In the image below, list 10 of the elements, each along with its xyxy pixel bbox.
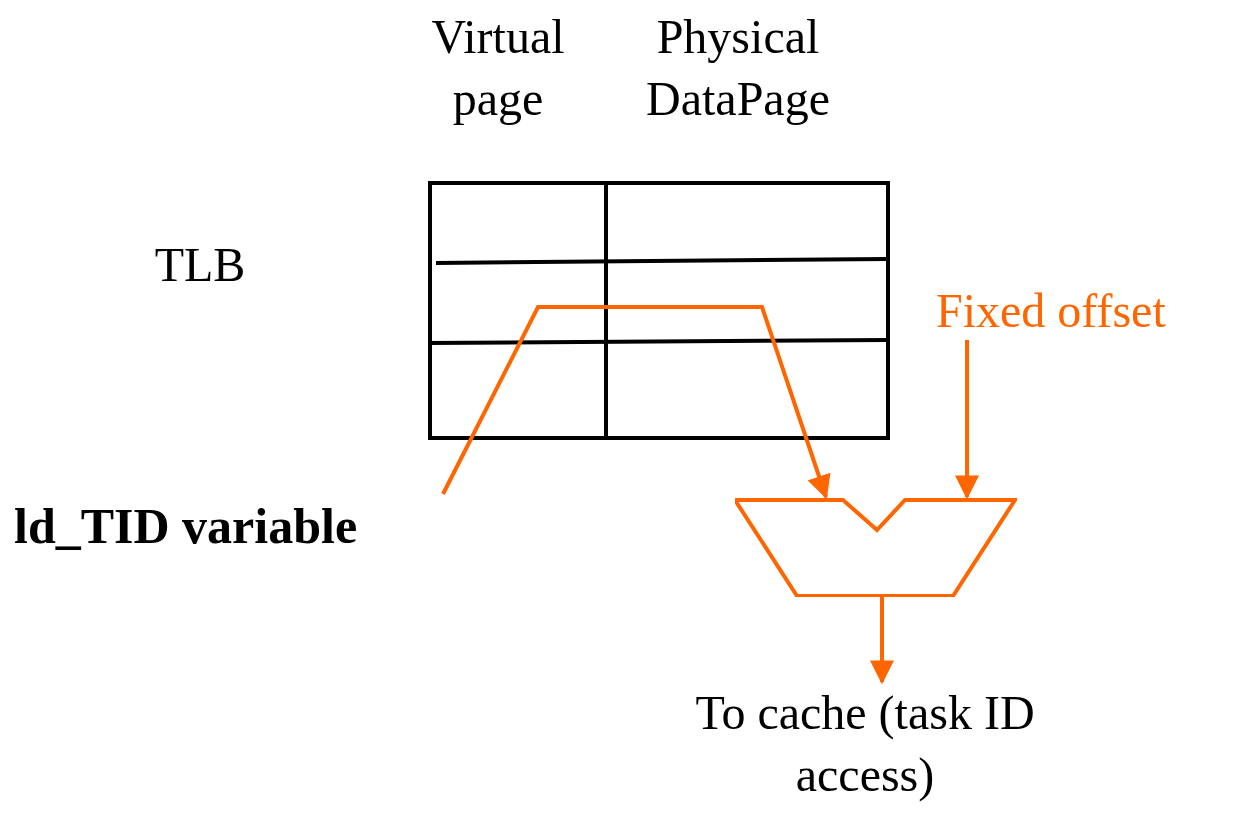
output-label: To cache (task ID access) — [630, 682, 1100, 812]
adder-trapezoid — [735, 497, 1017, 597]
arrow — [441, 305, 831, 500]
column-header: Virtual page — [430, 9, 566, 127]
arrow — [870, 597, 894, 685]
offset-label: Fixed offset — [936, 282, 1252, 340]
variable-label: ld_TID variable — [14, 494, 484, 558]
column-header: Physical DataPage — [645, 9, 831, 127]
arrow — [955, 340, 979, 500]
table-label: TLB — [153, 237, 247, 293]
